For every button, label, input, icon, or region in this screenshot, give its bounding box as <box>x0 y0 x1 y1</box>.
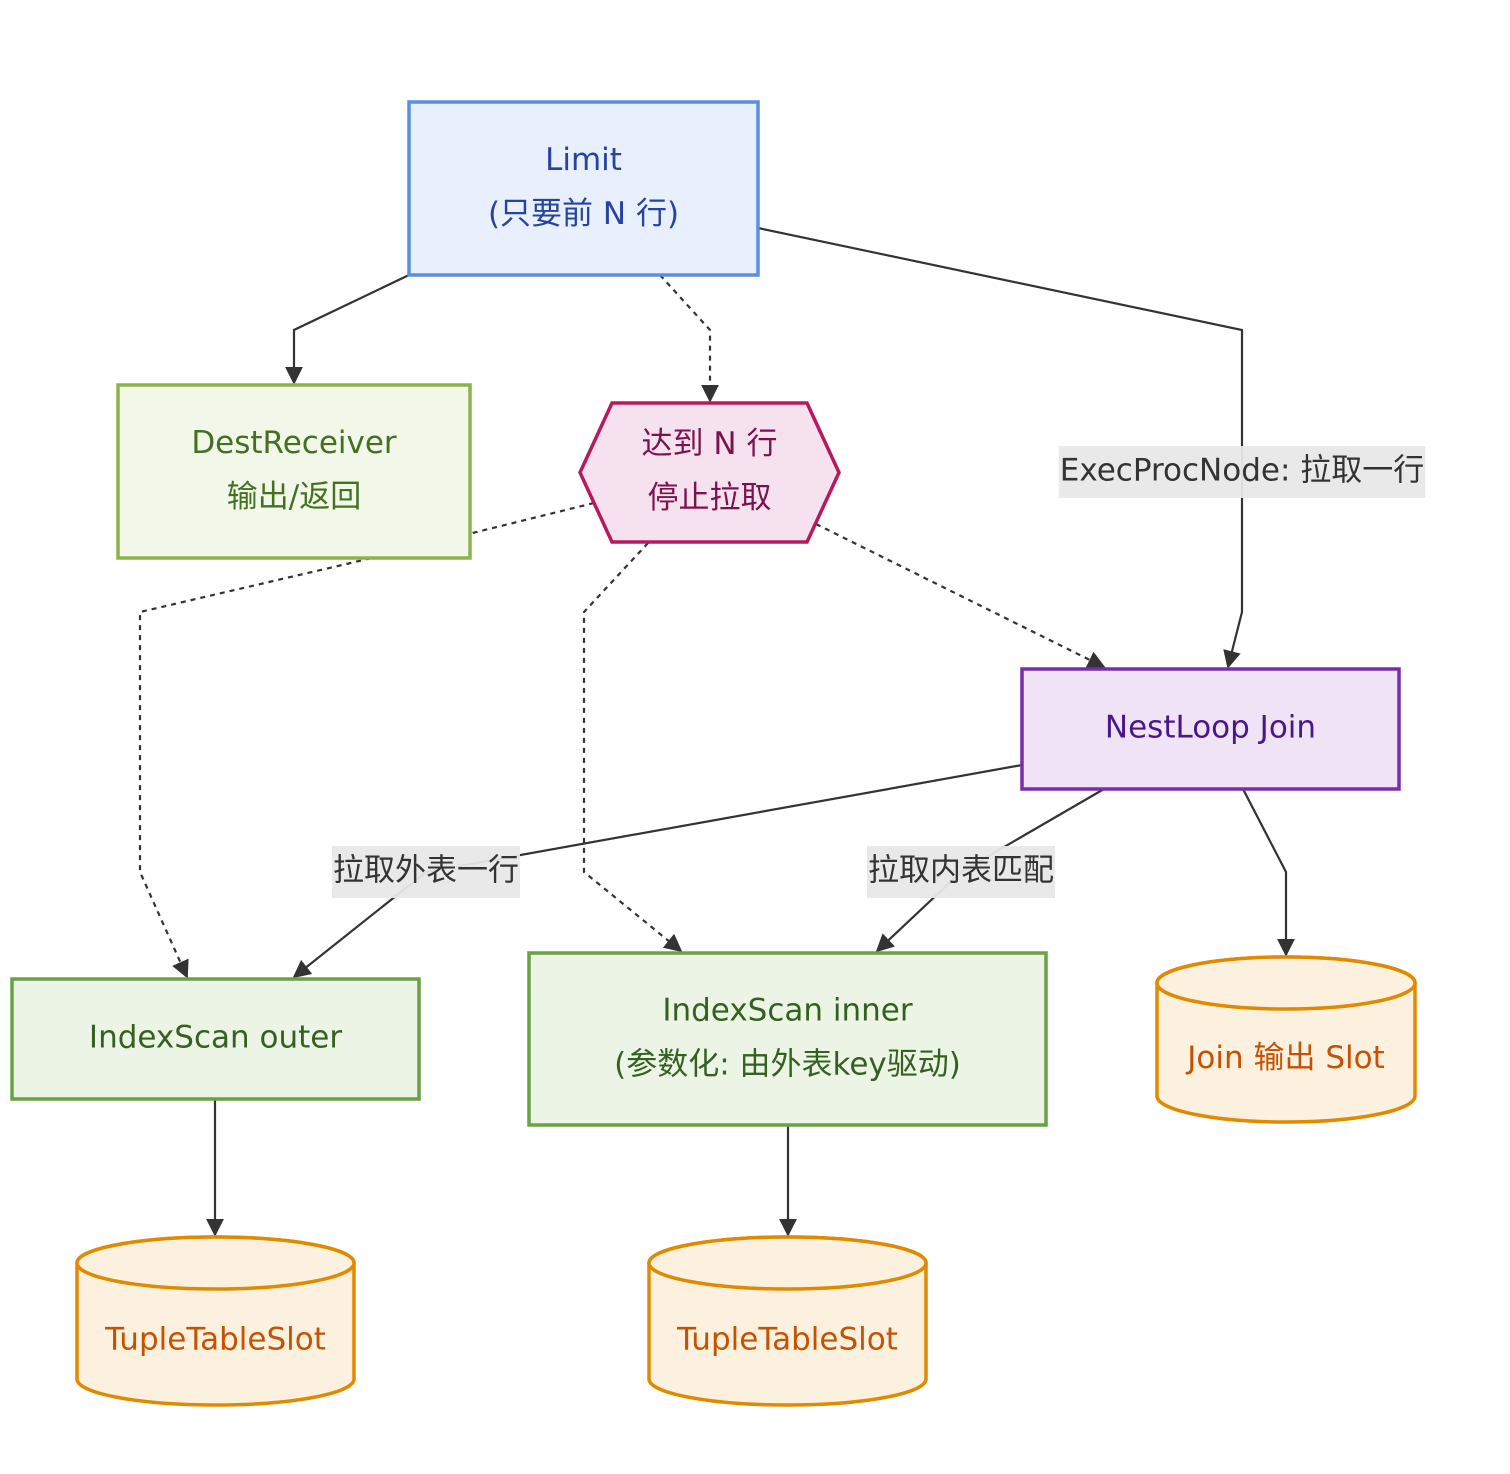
node-label-line: Join 输出 Slot <box>1185 1040 1385 1076</box>
edge-label-limit-to-nestloop: ExecProcNode: 拉取一行 <box>1058 446 1426 498</box>
node-label-line: 达到 N 行 <box>642 426 778 462</box>
node-label-line: IndexScan inner <box>662 993 913 1029</box>
node-shape-rect <box>116 383 472 560</box>
edge-limit-to-stop <box>659 274 719 403</box>
edge-stop-to-outer <box>138 501 595 979</box>
node-label-line: NestLoop Join <box>1105 710 1316 746</box>
node-shape-rect <box>10 977 421 1101</box>
node-label-line: (只要前 N 行) <box>488 196 679 232</box>
edge-label-nestloop-to-inner: 拉取内表匹配 <box>867 846 1055 898</box>
node-label-line: DestReceiver <box>191 425 397 461</box>
node-slot2[interactable]: TupleTableSlot <box>647 1235 928 1407</box>
node-shape-rect <box>407 100 760 277</box>
edge-label-background <box>867 846 1055 898</box>
edge-label-nestloop-to-outer: 拉取外表一行 <box>332 846 520 898</box>
edge-label-text: ExecProcNode: 拉取一行 <box>1060 453 1425 489</box>
edge-nestloop-to-joinslot <box>1242 788 1295 957</box>
edge-label-text: 拉取外表一行 <box>333 853 519 889</box>
nodes-layer: Limit (只要前 N 行) DestReceiver 输出/返回 达到 N 行停止拉… <box>10 100 1417 1407</box>
node-outer[interactable]: IndexScan outer <box>10 977 421 1101</box>
node-dest[interactable]: DestReceiver 输出/返回 <box>116 383 472 560</box>
node-label-line: Limit <box>545 142 622 178</box>
node-shape-rect <box>1020 667 1401 791</box>
node-shape-cylinder-top <box>75 1235 356 1291</box>
node-label-line: IndexScan outer <box>89 1020 342 1056</box>
node-shape-cylinder-top <box>1155 955 1417 1011</box>
node-label-line: TupleTableSlot <box>676 1322 898 1358</box>
node-nestloop[interactable]: NestLoop Join <box>1020 667 1401 791</box>
node-shape-rect <box>527 951 1048 1127</box>
edge-limit-to-dest <box>285 274 410 385</box>
edge-label-background <box>1058 446 1426 498</box>
node-shape-hexagon <box>578 401 841 544</box>
node-joinslot[interactable]: Join 输出 Slot <box>1155 955 1417 1124</box>
node-label-line: 输出/返回 <box>227 479 361 515</box>
edge-label-background <box>332 846 520 898</box>
node-label-line: (参数化: 由外表key驱动) <box>614 1047 961 1083</box>
edge-label-text: 拉取内表匹配 <box>868 853 1054 889</box>
node-limit[interactable]: Limit (只要前 N 行) <box>407 100 760 277</box>
node-shape-cylinder-top <box>647 1235 928 1291</box>
node-inner[interactable]: IndexScan inner (参数化: 由外表key驱动) <box>527 951 1048 1127</box>
node-label-line: 停止拉取 <box>648 480 772 516</box>
edge-stop-to-nestloop <box>815 523 1106 668</box>
node-label-line: TupleTableSlot <box>104 1322 326 1358</box>
node-slot1[interactable]: TupleTableSlot <box>75 1235 356 1407</box>
edge-stop-to-inner <box>582 542 683 953</box>
